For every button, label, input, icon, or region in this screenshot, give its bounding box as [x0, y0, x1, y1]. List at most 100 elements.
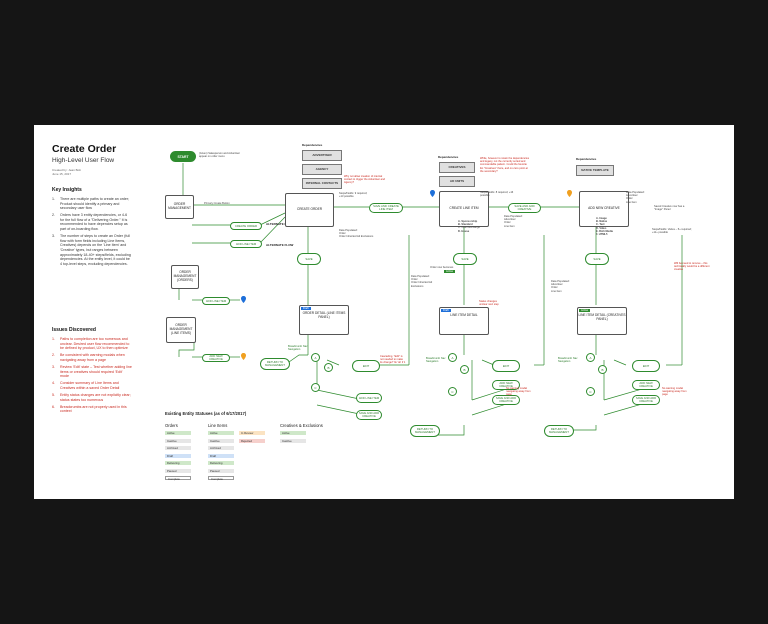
legend-col-creatives: Creatives & Exclusions: [280, 423, 323, 428]
status-chip: Rejected: [239, 438, 265, 443]
branch-a: A: [586, 353, 595, 362]
save-create-line-item-pill[interactable]: SAVE AND CREATE LINE ITEM: [369, 203, 403, 213]
dep-ad-units[interactable]: AD UNITS: [439, 176, 475, 187]
cr-data-populated: Data Populated: Advertiser Order Line It…: [626, 191, 645, 204]
branch-c: C: [311, 383, 320, 392]
insight-item: 2.Orders have 3 entity dependencies, or …: [52, 213, 128, 232]
order-deps-heading: Dependencies: [302, 143, 323, 147]
flow-board: Create Order High-Level User Flow Create…: [34, 125, 734, 499]
edit-line-item-button[interactable]: EDIT: [492, 360, 520, 372]
page-meta: Created by: Jean Bob June 15, 2017: [52, 168, 132, 176]
add-new-creative-pill-3[interactable]: ADD NEW CREATIVE: [632, 380, 660, 390]
start-node: START: [170, 151, 196, 162]
add-line-item-pill-2[interactable]: ADD LINE ITEM: [202, 297, 230, 305]
insight-item: 1.There are multiple paths to create an …: [52, 197, 130, 211]
branch-c: C: [448, 387, 457, 396]
note-no-warning-2: No warning modal navigating away from pa…: [662, 387, 687, 397]
save-order-button[interactable]: SAVE: [297, 253, 321, 265]
issue-item: 2.Be consistent with warning modals when…: [52, 353, 125, 362]
save-add-creative-pill[interactable]: SAVE AND ADD CREATIVE: [356, 410, 382, 420]
branch-c: C: [586, 387, 595, 396]
status-chip: Inactive: [208, 438, 234, 443]
legend-heading: Existing Entity Statuses (as of 6/17/201…: [165, 411, 247, 416]
save-add-creative-pill-3[interactable]: SAVE AND ADD CREATIVE: [492, 395, 520, 405]
primary-create-label: Primary Create Button: [204, 202, 230, 205]
issue-item: 5.Entity status changes are not explicit…: [52, 392, 131, 402]
issue-item: 3.Review 'Edit' state – Test whether add…: [52, 364, 132, 379]
edit-order-button[interactable]: EDIT: [352, 360, 380, 372]
dep-native-template[interactable]: NATIVE TEMPLATE: [576, 165, 614, 176]
issues-list: 1.Paths to completion are too numerous a…: [52, 337, 132, 416]
location-pin-icon: [241, 353, 246, 360]
edit-creative-button[interactable]: EDIT: [632, 360, 660, 372]
breadcrumb-nav-label: Breadcrumb Nav Navigation: [426, 357, 446, 364]
breadcrumb-nav-label: Breadcrumb Nav Navigation: [558, 357, 578, 364]
create-order-node[interactable]: CREATE ORDER: [285, 193, 334, 227]
return-to-management-pill-2[interactable]: RETURN TO MANAGEMENT: [410, 425, 440, 437]
branch-a: A: [448, 353, 457, 362]
add-new-creative-pill-2[interactable]: ADD NEW CREATIVE: [492, 380, 520, 390]
save-creative-button[interactable]: SAVE: [585, 253, 609, 265]
status-chip: Draft: [165, 453, 191, 458]
insight-item: 3.The number of steps to create an Order…: [52, 234, 131, 266]
status-chip: In Review: [239, 431, 265, 436]
order-management-orders-node[interactable]: ORDER MANAGEMENT (ORDERS): [171, 265, 199, 289]
note-status-changes: Status changes unclear next step: [479, 300, 499, 307]
return-to-management-pill[interactable]: RETURN TO MANAGEMENT: [260, 358, 290, 370]
note-legacy-dependencies: While, however to retain the dependencie…: [480, 157, 530, 173]
status-chip: Archived: [165, 446, 191, 451]
legend-col-orders: Orders: [165, 423, 178, 428]
page-subtitle: High-Level User Flow: [52, 157, 115, 164]
cr-deps-heading: Dependencies: [576, 157, 597, 161]
status-chip: Active: [280, 431, 306, 436]
dep-creatives[interactable]: CREATIVES: [439, 162, 475, 173]
order-detail-node[interactable]: ORDER DETAIL (LINE ITEMS PANEL): [299, 305, 349, 335]
return-to-management-pill-3[interactable]: RETURN TO MANAGEMENT: [544, 425, 574, 437]
create-order-pill[interactable]: CREATE ORDER: [230, 222, 262, 230]
location-pin-icon: [430, 190, 435, 197]
li-deps-heading: Dependencies: [438, 155, 459, 159]
order-management-line-items-node[interactable]: ORDER MANAGEMENT (LINE ITEMS): [166, 317, 196, 343]
li-steps-fields: Steps/Fields: 8 required; +16 possible: [480, 191, 514, 198]
breadcrumb-nav-label: Breadcrumb Nav Navigation: [288, 345, 308, 352]
li-order-populated: Data Populated: Order Order Inherited Ad…: [411, 275, 433, 288]
add-new-creative-pill[interactable]: ADD NEW CREATIVE: [202, 354, 230, 362]
status-chip: Draft: [208, 453, 234, 458]
branch-b: B: [460, 365, 469, 374]
legend-col-line-items: Line Items: [208, 423, 228, 428]
page-title: Create Order: [52, 143, 117, 155]
start-note: (Given) Salesperson and Advertiser appea…: [199, 152, 240, 159]
save-add-creative-pill-4[interactable]: SAVE AND ADD CREATIVE: [632, 395, 660, 405]
order-management-node[interactable]: ORDER MANAGEMENT: [165, 195, 194, 219]
issue-item: 1.Paths to completion are too numerous a…: [52, 337, 130, 351]
issues-heading: Issues Discovered: [52, 327, 96, 333]
order-steps-fields: Steps/Fields: 9 required; +13 possible: [339, 192, 368, 199]
draft-badge: Draft: [441, 309, 451, 312]
dep-internal-contacts[interactable]: INTERNAL CONTACTS: [302, 178, 342, 189]
order-data-populated: Data Populated: Order Order Inherited Ad…: [339, 229, 374, 239]
status-chip: Delivering: [165, 461, 191, 466]
add-line-item-pill[interactable]: ADD LINE ITEM: [230, 240, 262, 248]
alt-flow-label-2: ALTERNATE FLOW: [266, 243, 294, 247]
alt-flow-label-1: ALTERNATE FLOW: [266, 222, 294, 226]
cr-steps-fields: Steps/Fields: Varies – 5+ required; +11+…: [652, 228, 692, 235]
li-data-populated: Data Populated: Advertiser Order Line It…: [504, 215, 523, 228]
save-line-item-button[interactable]: SAVE: [453, 253, 477, 265]
meta-author: Created by: Jean Bob: [52, 168, 82, 172]
note-no-warning: No warning modal navigating away from pa…: [506, 387, 531, 397]
dep-agency[interactable]: AGENCY: [302, 164, 342, 175]
dep-advertiser[interactable]: ADVERTISER: [302, 150, 342, 161]
save-add-creative-pill-2[interactable]: SAVE AND ADD CREATIVE: [508, 203, 541, 213]
add-new-creative-node[interactable]: ADD NEW CREATIVE: [579, 191, 629, 227]
li-types: A. Sponsorship B. Standard C. Open Excha…: [458, 220, 480, 233]
status-chip: Active: [208, 431, 234, 436]
insights-list: 1.There are multiple paths to create an …: [52, 197, 132, 269]
active-badge: Active: [444, 270, 456, 273]
meta-date: June 15, 2017: [52, 172, 72, 176]
status-chip: Complete: [208, 476, 234, 481]
status-chip: Delivering: [208, 461, 234, 466]
create-line-item-node[interactable]: CREATE LINE ITEM: [439, 191, 489, 227]
add-line-item-pill-3[interactable]: ADD LINE ITEM: [356, 393, 382, 403]
branch-b: B: [324, 363, 333, 372]
location-pin-icon: [241, 296, 246, 303]
